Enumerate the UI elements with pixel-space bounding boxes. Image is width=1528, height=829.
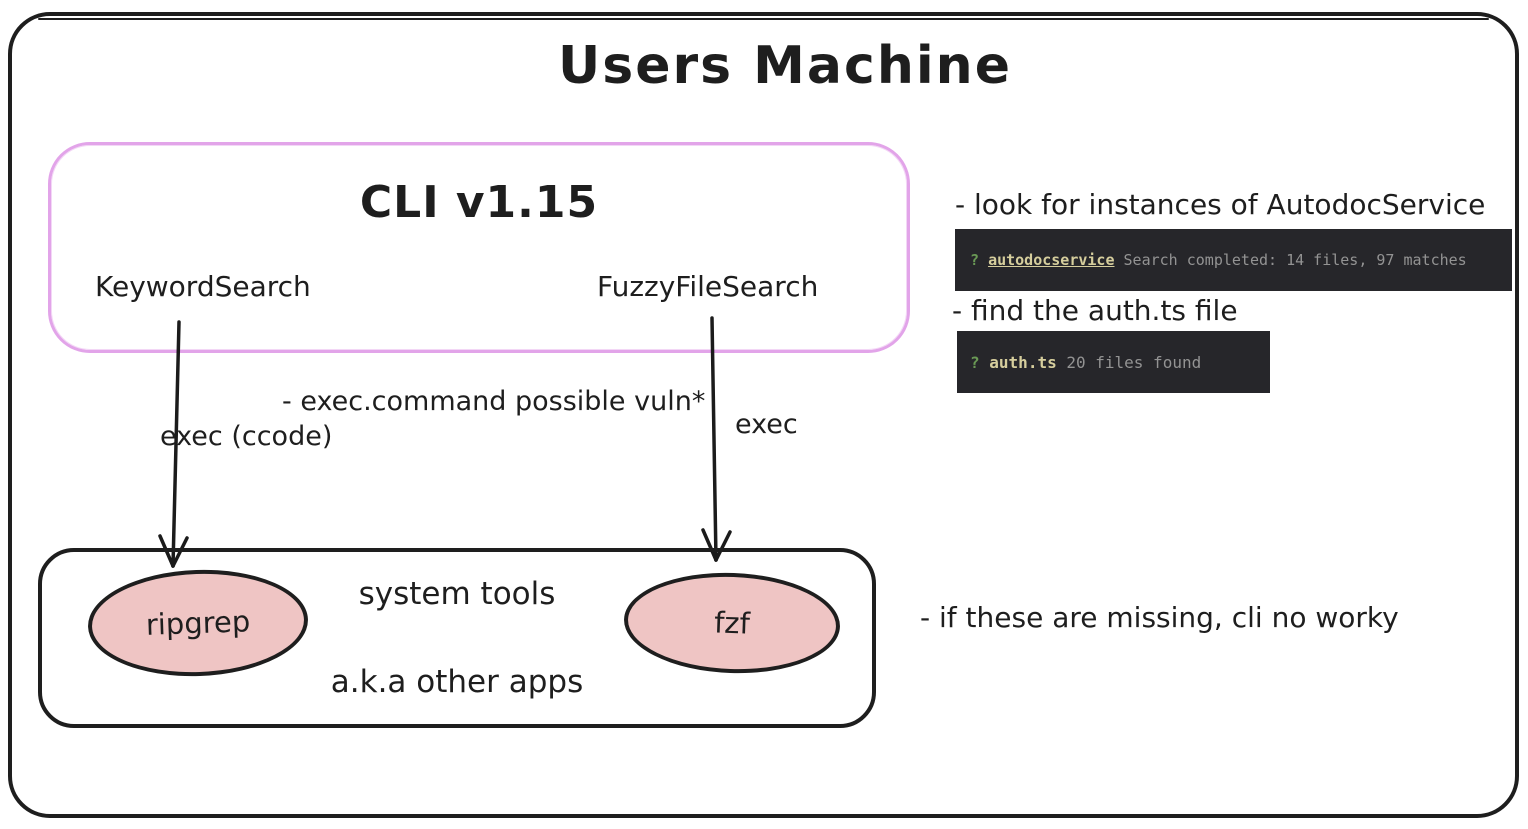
terminal-query: auth.ts [989, 352, 1057, 372]
system-tools-subtitle: a.k.a other apps [330, 664, 584, 700]
cli-feature-fuzzyfilesearch: FuzzyFileSearch [597, 270, 819, 303]
terminal-query: autodocservice [988, 251, 1115, 269]
terminal-result: Search completed: 14 files, 97 matches [1123, 251, 1467, 269]
exec-ccode-label: exec (ccode) [160, 421, 333, 452]
users-machine-box [8, 12, 1519, 818]
cli-box: CLI v1.15 KeywordSearch FuzzyFileSearch [48, 142, 910, 353]
ripgrep-label: ripgrep [145, 604, 251, 642]
terminal-prompt-icon: ? [970, 251, 980, 269]
autodocservice-note: - look for instances of AutodocService [955, 188, 1486, 221]
find-auth-ts-note: - find the auth.ts file [952, 294, 1238, 327]
terminal-result: 20 files found [1066, 352, 1202, 372]
terminal-snippet-autodocservice: ? autodocservice Search completed: 14 fi… [955, 229, 1512, 291]
exec-label: exec [735, 409, 798, 440]
missing-tools-note: - if these are missing, cli no worky [920, 601, 1399, 634]
terminal-snippet-auth-ts: ? auth.ts 20 files found [957, 331, 1270, 393]
system-tools-title: system tools [358, 576, 556, 612]
terminal-prompt-icon: ? [970, 352, 980, 372]
page-title: Users Machine [558, 36, 1012, 96]
system-tools-box: system tools a.k.a other apps [38, 548, 876, 728]
fzf-label: fzf [713, 605, 751, 641]
exec-command-vuln-note: - exec.command possible vuln* [282, 386, 706, 417]
cli-box-title: CLI v1.15 [359, 177, 599, 228]
cli-feature-keywordsearch: KeywordSearch [95, 270, 311, 303]
